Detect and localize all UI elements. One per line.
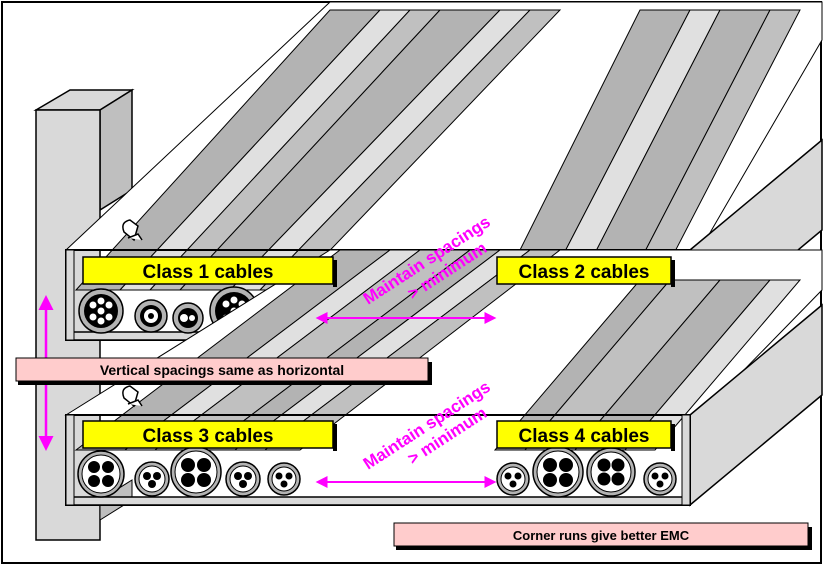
class-3-label-text: Class 3 cables <box>143 426 274 447</box>
lower-cable-ends <box>77 446 677 498</box>
class-2-label: Class 2 cables <box>496 256 675 287</box>
class-4-label-text: Class 4 cables <box>519 426 650 447</box>
upper-cable-runs <box>74 9 801 291</box>
corner-runs-note: Corner runs give better EMC <box>393 522 812 550</box>
clip-icon <box>122 219 143 242</box>
class-3-label: Class 3 cables <box>82 420 337 451</box>
vertical-spacing-note: Vertical spacings same as horizontal <box>15 357 432 385</box>
class-4-label: Class 4 cables <box>496 420 675 451</box>
class-1-label: Class 1 cables <box>82 256 337 287</box>
lower-cable-runs <box>74 249 802 451</box>
clip-icon <box>122 385 143 408</box>
vertical-spacing-note-text: Vertical spacings same as horizontal <box>100 362 344 378</box>
lower-tray <box>64 249 823 507</box>
corner-runs-note-text: Corner runs give better EMC <box>513 528 690 543</box>
class-2-label-text: Class 2 cables <box>519 262 650 283</box>
class-1-label-text: Class 1 cables <box>143 262 274 283</box>
